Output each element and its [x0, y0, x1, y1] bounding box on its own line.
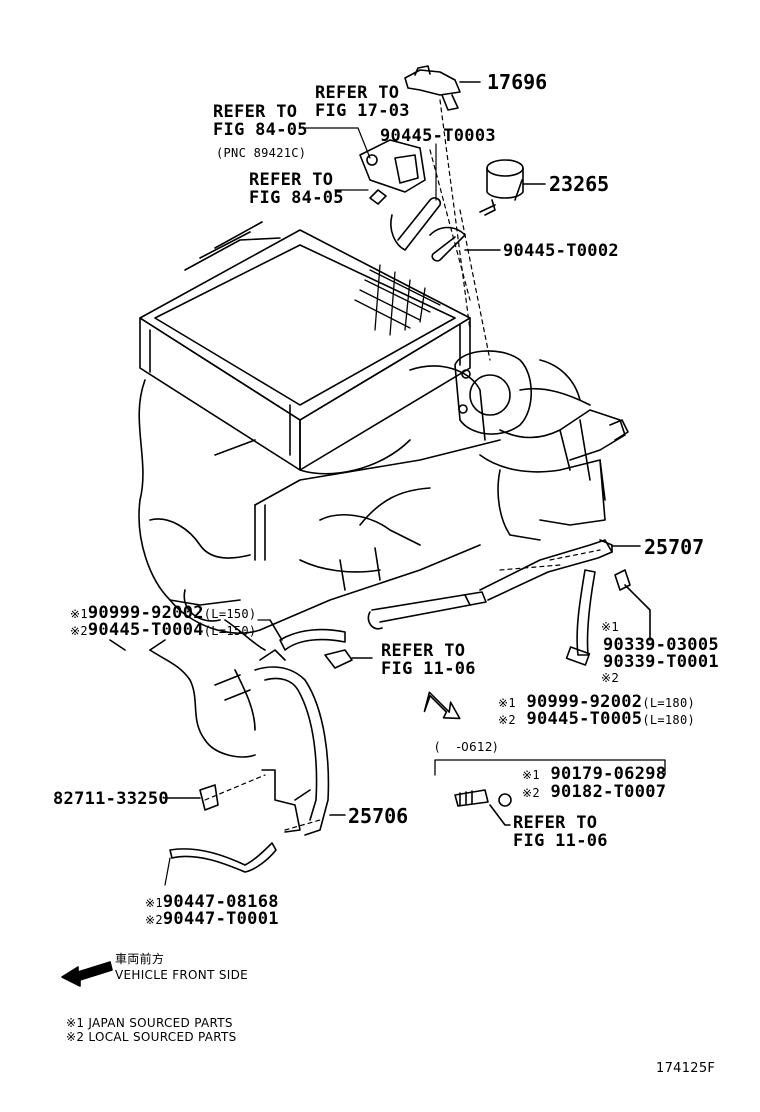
part-90339-t0001: 90339-T0001	[603, 652, 719, 672]
refer-line: FIG 11-06	[513, 831, 608, 851]
code: 90445-T0004	[87, 620, 204, 640]
hose-left	[269, 619, 346, 651]
direction-japanese: 車両前方	[115, 952, 165, 966]
hose-90447-jp: ※190447-08168	[145, 893, 279, 912]
figure-id: 174125F	[656, 1061, 716, 1076]
part-25707: 25707	[644, 535, 705, 559]
nut-local: ※2 90182-T0007	[522, 783, 666, 802]
refer-fig-84-05-sensor: REFER TO FIG 84-05	[213, 103, 308, 139]
direction-english: VEHICLE FRONT SIDE	[115, 968, 248, 982]
hose-right	[565, 569, 651, 666]
timing-cover	[109, 639, 256, 758]
mark: ※1	[145, 896, 163, 910]
mark: ※2	[70, 624, 88, 638]
refer-fig-11-06-b: REFER TO FIG 11-06	[513, 814, 608, 850]
hose-90447-local: ※290447-T0001	[145, 910, 279, 929]
part-90339-03005: 90339-03005	[603, 635, 719, 655]
length: (L=150)	[203, 624, 257, 638]
mark: ※1	[522, 768, 540, 782]
refer-line: REFER TO	[213, 102, 298, 122]
vacuum-hoses-top	[390, 197, 501, 262]
refer-line: FIG 17-03	[315, 101, 410, 121]
part-90445-t0003: 90445-T0003	[380, 126, 496, 146]
refer-line: FIG 84-05	[249, 188, 344, 208]
leader-lines	[164, 127, 437, 886]
front-arrow-icon	[61, 961, 113, 987]
refer-line: REFER TO	[249, 170, 334, 190]
code: 90179-06298	[550, 764, 667, 784]
clip-82711	[164, 784, 219, 811]
turbocharger	[454, 350, 629, 541]
hose-l150-jp: ※190999-92002(L=150)	[70, 604, 256, 623]
code: 90447-08168	[162, 892, 279, 912]
legend-local: ※2 LOCAL SOURCED PARTS	[66, 1030, 237, 1044]
part-82711-33250: 82711-33250	[53, 789, 169, 809]
part-90445-t0002: 90445-T0002	[503, 241, 619, 261]
vac-mark2: ※2	[601, 671, 620, 685]
vac-mark1: ※1	[601, 620, 620, 634]
date-range: ( -0612)	[435, 740, 498, 754]
refer-line: FIG 11-06	[381, 659, 476, 679]
hose-bottom	[169, 842, 277, 873]
stud-nut	[454, 789, 512, 826]
part-17696: 17696	[487, 70, 548, 94]
refer-line: FIG 84-05	[213, 120, 308, 140]
length: (L=150)	[203, 607, 257, 621]
engine-block	[138, 365, 501, 651]
nut-jp: ※1 90179-06298	[522, 765, 666, 784]
refer-fig-11-06-a: REFER TO FIG 11-06	[381, 642, 476, 678]
code: 90182-T0007	[550, 782, 667, 802]
date-bracket	[434, 759, 666, 776]
code: 90999-92002	[87, 603, 204, 623]
legend-japan: ※1 JAPAN SOURCED PARTS	[66, 1016, 233, 1030]
hose-l150-local: ※290445-T0004(L=150)	[70, 621, 256, 640]
code: 90445-T0005	[526, 709, 643, 729]
hose-l180-local: ※2 90445-T0005(L=180)	[498, 710, 695, 729]
mark: ※1	[70, 607, 88, 621]
part-25706: 25706	[348, 804, 409, 828]
refer-line: REFER TO	[513, 813, 598, 833]
up-arrow	[423, 691, 461, 720]
mark: ※2	[145, 913, 163, 927]
refer-line: REFER TO	[315, 83, 400, 103]
length: (L=180)	[642, 696, 696, 710]
pipe-25707	[367, 539, 641, 630]
refer-line: REFER TO	[381, 641, 466, 661]
pressure-sensor	[359, 139, 426, 205]
mark: ※2	[498, 713, 516, 727]
part-23265: 23265	[549, 172, 610, 196]
length: (L=180)	[642, 713, 696, 727]
dashed-leaders	[204, 99, 601, 831]
mark: ※2	[522, 786, 540, 800]
bracket-17696	[404, 65, 481, 111]
code: 90999-92002	[526, 692, 643, 712]
pnc-code: (PNC 89421C)	[216, 146, 307, 160]
pipe-25706	[254, 649, 346, 836]
code: 90447-T0001	[162, 909, 279, 929]
hose-l180-jp: ※1 90999-92002(L=180)	[498, 693, 695, 712]
vsv-23265	[479, 159, 546, 216]
refer-fig-17-03: REFER TO FIG 17-03	[315, 84, 410, 120]
intercooler	[139, 221, 471, 475]
refer-fig-84-05-bolt: REFER TO FIG 84-05	[249, 171, 344, 207]
mark: ※1	[498, 696, 516, 710]
bolt	[324, 649, 373, 669]
